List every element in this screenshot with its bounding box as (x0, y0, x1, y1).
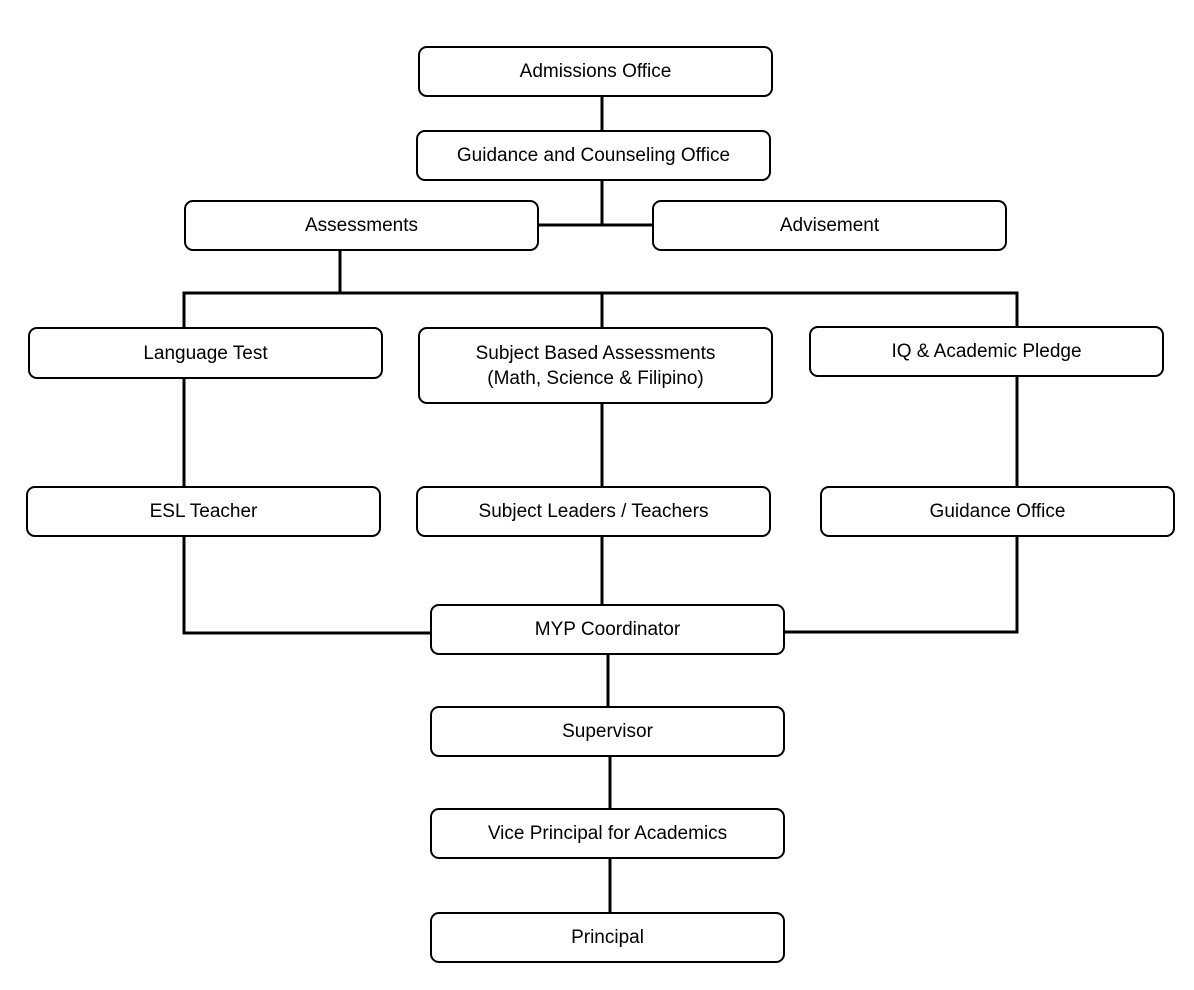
node-myp-coordinator: MYP Coordinator (430, 604, 785, 655)
node-label: Language Test (143, 342, 268, 364)
node-label: Principal (571, 927, 644, 948)
node-advisement: Advisement (652, 200, 1007, 251)
node-assessments: Assessments (184, 200, 539, 251)
node-label: Guidance and Counseling Office (456, 145, 731, 166)
node-vice-principal-academics: Vice Principal for Academics (430, 808, 785, 859)
node-guidance-office: Guidance Office (820, 486, 1175, 537)
node-guidance-counseling-office: Guidance and Counseling Office (416, 130, 771, 181)
node-label: Assessments (305, 215, 418, 236)
node-subject-leaders-teachers: Subject Leaders / Teachers (416, 486, 771, 537)
node-subject-based-assessments: Subject Based Assessments (Math, Science… (418, 327, 773, 404)
node-principal: Principal (430, 912, 785, 963)
node-admissions-office: Admissions Office (418, 46, 773, 97)
node-label: Subject Based Assessments (Math, Science… (475, 342, 716, 389)
node-supervisor: Supervisor (430, 706, 785, 757)
node-label: Subject Leaders / Teachers (478, 501, 709, 522)
node-esl-teacher: ESL Teacher (26, 486, 381, 537)
node-label: MYP Coordinator (534, 619, 681, 640)
node-label: Guidance Office (929, 501, 1066, 522)
node-label: Admissions Office (519, 61, 672, 82)
node-language-test: Language Test (28, 327, 383, 379)
node-iq-academic-pledge: IQ & Academic Pledge (809, 326, 1164, 377)
node-label: ESL Teacher (149, 501, 258, 522)
node-label: Advisement (779, 215, 880, 236)
node-label: IQ & Academic Pledge (891, 341, 1082, 362)
node-label: Supervisor (562, 721, 653, 742)
node-label: Vice Principal for Academics (487, 823, 728, 844)
